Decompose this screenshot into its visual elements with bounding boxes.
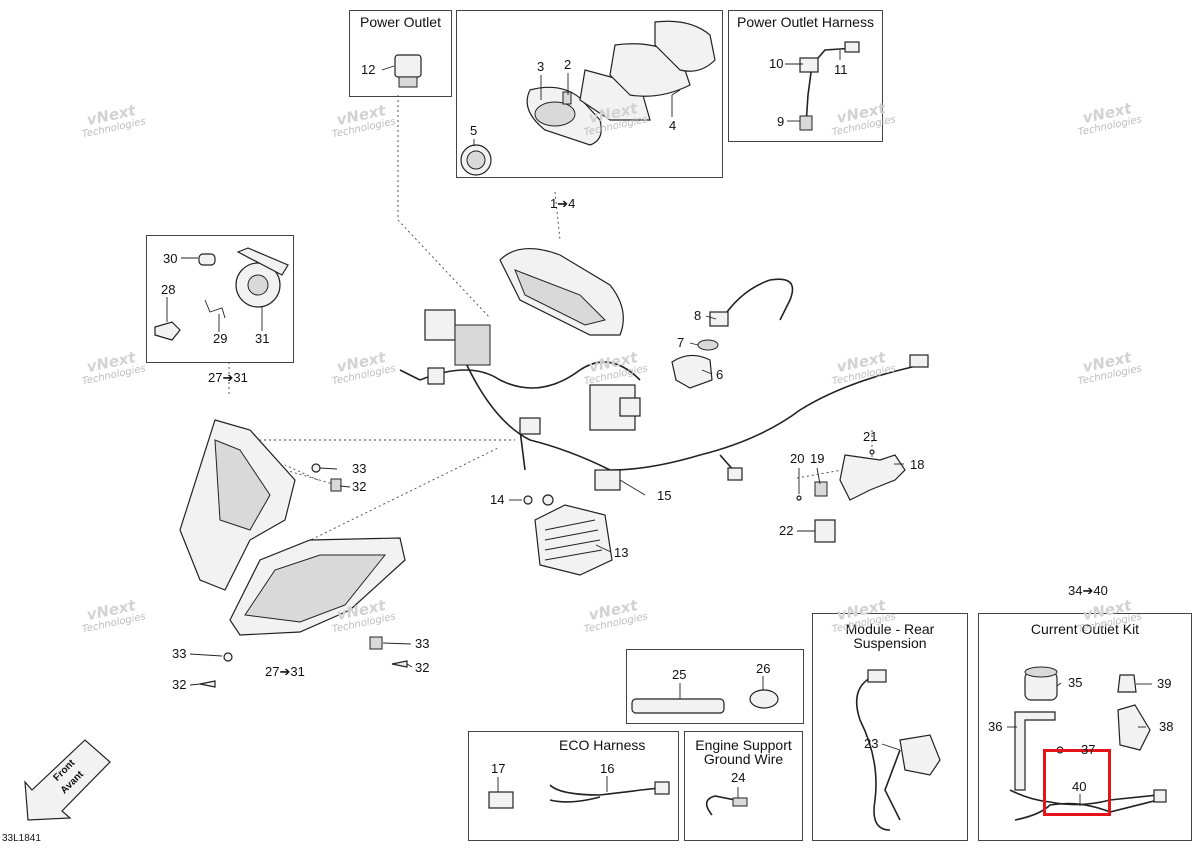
power-outlet-harness-part — [799, 41, 860, 131]
callout-33-b: 33 — [172, 646, 187, 661]
current-outlet-kit-box: Current Outlet Kit — [978, 613, 1192, 841]
callout-33-a: 33 — [352, 461, 367, 476]
callout-33-c: 33 — [415, 636, 430, 651]
dash-power-outlet — [397, 95, 491, 319]
module-rear-suspension-box: Module - Rear Suspension — [812, 613, 968, 841]
engine-support-ground-wire-title-2: Ground Wire — [703, 751, 784, 767]
power-outlet-box: Power Outlet — [349, 10, 452, 97]
callout-9: 9 — [777, 114, 785, 129]
callout-27-31-top: 27➔31 — [208, 370, 248, 385]
callout-34-40: 34➔40 — [1068, 583, 1108, 598]
headlight-assemblies — [179, 419, 408, 688]
callout-39: 39 — [1157, 676, 1172, 691]
callout-6: 6 — [716, 367, 724, 382]
callout-10: 10 — [769, 56, 784, 71]
dash-33 — [284, 464, 319, 481]
callout-3: 3 — [537, 59, 545, 74]
gauge-cluster-box — [456, 10, 723, 178]
callout-23: 23 — [864, 736, 879, 751]
callout-29: 29 — [213, 331, 228, 346]
callout-19: 19 — [810, 451, 825, 466]
callout-13: 13 — [614, 545, 629, 560]
callout-8: 8 — [694, 308, 702, 323]
dash-1-4 — [554, 191, 561, 241]
callout-15: 15 — [657, 488, 672, 503]
main-wiring-harness — [399, 309, 929, 491]
callout-16: 16 — [600, 761, 615, 776]
callout-25: 25 — [672, 667, 687, 682]
callout-32-a: 32 — [352, 479, 367, 494]
power-outlet-harness-box: Power Outlet Harness — [728, 10, 883, 142]
callout-37: 37 — [1081, 742, 1096, 757]
callout-22: 22 — [779, 523, 794, 538]
callout-14: 14 — [490, 492, 505, 507]
ground-wire-part — [705, 795, 748, 816]
engine-support-ground-wire-box: Engine Support Ground Wire — [684, 731, 803, 841]
callout-12: 12 — [361, 62, 376, 77]
diagram-reference: 33L1841 — [2, 833, 41, 844]
callout-5: 5 — [470, 123, 478, 138]
callout-32-b: 32 — [172, 677, 187, 692]
module-rear-suspension-part — [855, 669, 941, 831]
callout-1-4: 1➔4 — [550, 196, 576, 211]
eco-harness-title: ECO Harness — [559, 737, 646, 753]
callout-24: 24 — [731, 770, 746, 785]
power-outlet-title: Power Outlet — [360, 14, 441, 30]
callout-7: 7 — [677, 335, 685, 350]
current-outlet-kit-parts — [1009, 666, 1167, 821]
callout-11: 11 — [834, 62, 848, 77]
callout-27-31-bottom: 27➔31 — [265, 664, 305, 679]
dash-headlight-lower — [279, 446, 501, 556]
callout-35: 35 — [1068, 675, 1083, 690]
callout-31: 31 — [255, 331, 270, 346]
eco-harness-box: ECO Harness — [468, 731, 679, 841]
callout-2: 2 — [564, 57, 572, 72]
current-outlet-kit-title: Current Outlet Kit — [1030, 621, 1140, 637]
power-outlet-harness-title: Power Outlet Harness — [737, 14, 874, 30]
callout-20: 20 — [790, 451, 805, 466]
callout-21: 21 — [863, 429, 878, 444]
dash-19 — [796, 469, 843, 479]
callout-17: 17 — [491, 761, 506, 776]
callout-36: 36 — [988, 719, 1003, 734]
engine-support-ground-wire-title-1: Engine Support — [695, 737, 792, 753]
eco-harness-part — [488, 781, 670, 809]
gauge-cluster-parts — [460, 20, 716, 176]
headlight-bulb-box — [146, 235, 294, 363]
callout-26: 26 — [756, 661, 771, 676]
ignition-parts — [671, 278, 794, 389]
callout-4: 4 — [669, 118, 677, 133]
module-rear-suspension-title-2: Suspension — [853, 635, 927, 651]
callout-28: 28 — [161, 282, 176, 297]
main-cluster — [499, 247, 624, 336]
callout-32-c: 32 — [415, 660, 430, 675]
module-rear-suspension-title-1: Module - Rear — [845, 621, 935, 637]
callout-30: 30 — [163, 251, 178, 266]
callout-40: 40 — [1072, 779, 1087, 794]
front-arrow-icon — [24, 739, 111, 821]
sleeve-parts — [631, 689, 779, 714]
bracket-parts — [796, 449, 906, 543]
callout-38: 38 — [1159, 719, 1174, 734]
highlighted-part-40 — [1043, 749, 1111, 816]
power-outlet-part — [394, 54, 422, 88]
sleeve-box — [626, 649, 804, 724]
bulb-parts — [154, 247, 289, 341]
voltage-regulator-part — [523, 494, 613, 576]
callout-18: 18 — [910, 457, 925, 472]
